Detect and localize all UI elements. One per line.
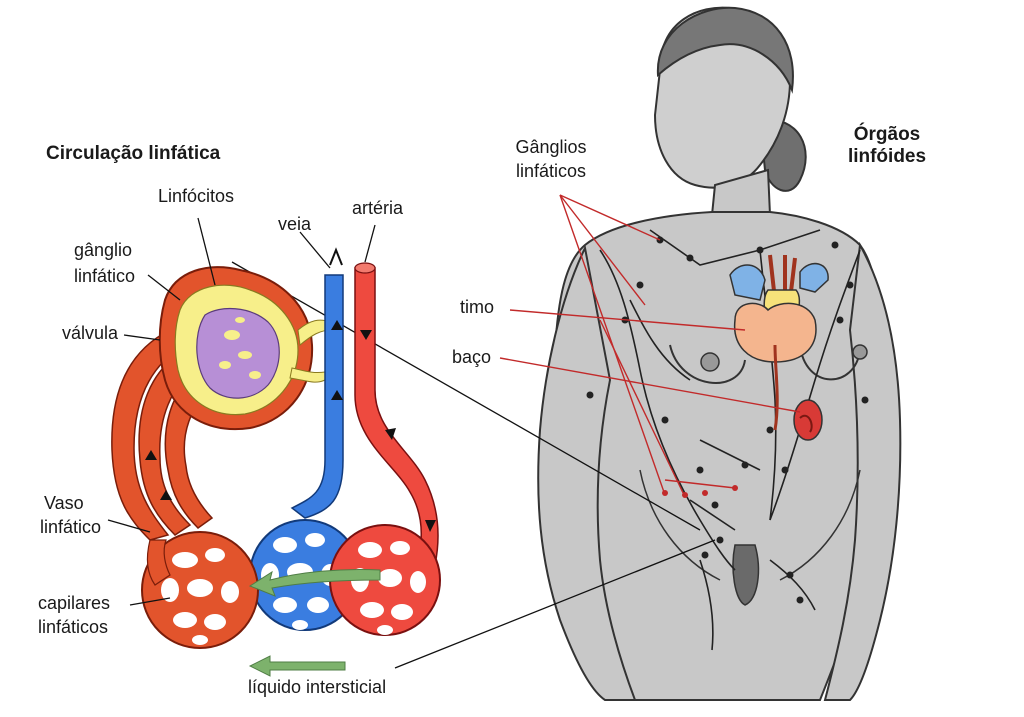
label-arteria: artéria [352,198,404,218]
label-valvula: válvula [62,323,119,343]
label-ganglio-line1: gânglio [74,240,133,260]
lymphatic-vessels [111,329,217,541]
label-capilares-linfaticos: capilares linfáticos [38,591,110,639]
right-title-line1: Órgãos [853,124,921,145]
label-ganglios-linfaticos: Gânglios linfáticos [496,135,606,183]
left-title: Circulação linfática [46,143,221,164]
label-ganglio-linfatico: gânglio linfático [74,237,135,289]
vein-arrow-icon [329,247,343,266]
label-vaso-linfatico: Vaso linfático [40,491,101,539]
right-title: Órgãos linfóides [832,124,942,168]
label-liquido-intersticial: líquido intersticial [248,677,387,697]
arterial-capillary-bed [329,524,441,636]
label-timo: timo [460,297,495,317]
lymph-node [158,266,333,431]
right-title-line2: linfóides [847,146,927,167]
vein-vessel [290,274,344,519]
label-vaso-line2: linfático [40,517,102,537]
left-leader-lines [107,217,376,606]
label-ganglio-line2: linfático [74,266,136,286]
label-vaso-line1: Vaso [44,493,84,513]
label-capilares-line1: capilares [38,593,111,613]
label-ganglios-line1: Gânglios [515,137,587,157]
label-capilares-line2: linfáticos [38,617,109,637]
label-veia: veia [278,214,312,234]
spleen-organ [793,399,823,441]
human-figure [537,6,902,701]
vessel-flow-arrows [145,320,436,532]
thymus-organ [729,254,829,431]
interstitial-flow-arrows [248,568,381,677]
connector-lines [231,261,716,669]
label-linfocitos: Linfócitos [158,186,235,206]
right-leader-lines [499,194,801,498]
label-baco: baço [452,347,492,367]
label-ganglios-line2: linfáticos [515,161,587,181]
lymph-capillary-bed [141,531,259,649]
